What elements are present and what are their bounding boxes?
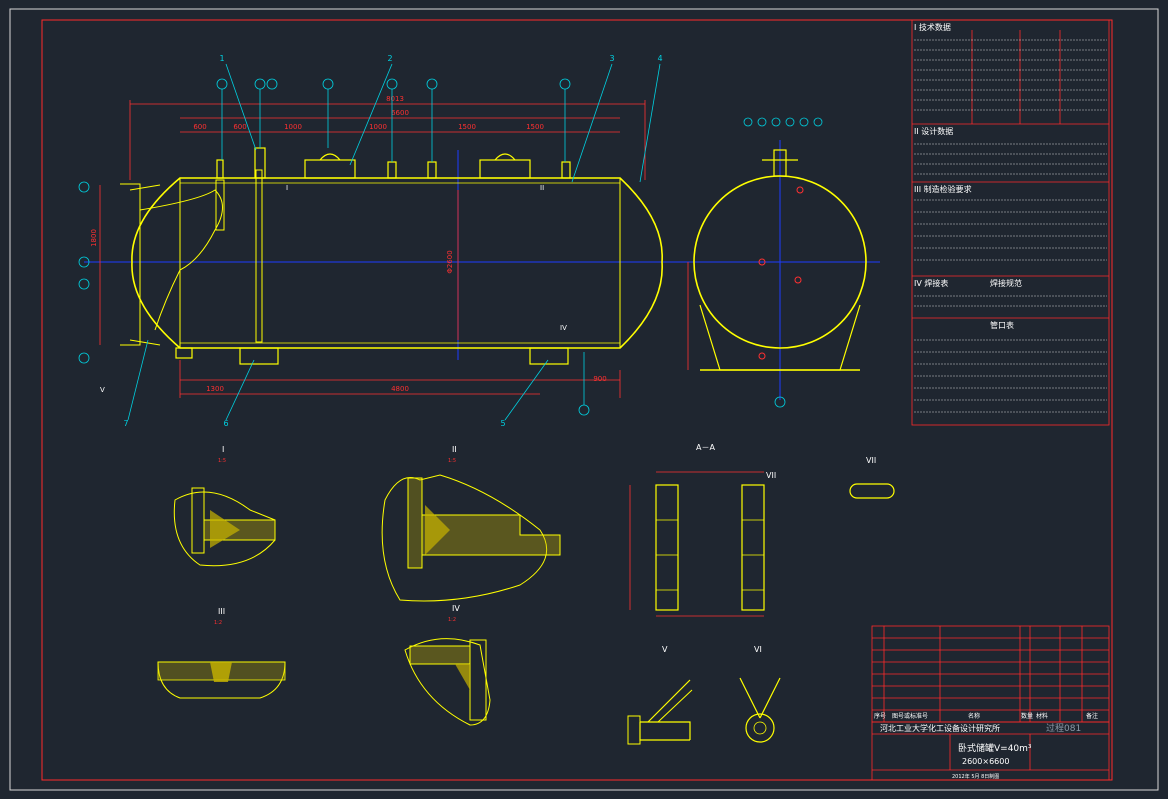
detail-marker-II: II [540, 184, 544, 192]
bom-header-drawing-no: 图号或标准号 [892, 712, 928, 720]
callout-7: 7 [123, 419, 128, 428]
bom-header-qty: 数量 [1021, 712, 1033, 720]
callout-4: 4 [657, 54, 662, 63]
callout-5: 5 [500, 419, 505, 428]
detail-view-VI: VI [739, 645, 781, 743]
detail-title-IV: IV [452, 604, 460, 613]
detail-scale-I: 1:5 [218, 458, 226, 464]
table-title-welding-spec: 焊接规范 [990, 278, 1022, 288]
table-title-design-data: II 设计数据 [914, 126, 953, 136]
bom-header-name: 名称 [968, 712, 980, 720]
side-view [684, 117, 880, 408]
detail-marker-I: I [286, 184, 288, 192]
dim-1500-a: 1500 [458, 123, 476, 131]
detail-view-IV: IV 1:2 [404, 604, 491, 726]
dim-saddle: 4800 [391, 385, 409, 393]
dim-overall: 8013 [386, 95, 404, 103]
title-institute: 河北工业大学化工设备设计研究所 [880, 723, 1000, 733]
title-block [871, 721, 1110, 781]
bom-header-material: 材料 [1036, 712, 1048, 720]
detail-view-VII: VII [849, 456, 895, 499]
main-elevation-view: 8013 6600 600 600 1000 1000 1500 1500 48… [78, 54, 690, 428]
bom-header-index: 序号 [874, 712, 886, 720]
dim-diameter: Φ2600 [446, 250, 454, 273]
callout-2: 2 [387, 54, 392, 63]
bill-of-materials [871, 625, 1110, 723]
detail-title-VII: VII [866, 456, 876, 465]
dim-shell-length: 6600 [391, 109, 409, 117]
callout-3: 3 [609, 54, 614, 63]
detail-scale-IV: 1:2 [448, 617, 456, 623]
section-A-A: A－A VII [629, 443, 776, 617]
table-title-tech-data: I 技术数据 [914, 22, 951, 32]
detail-marker-IV: IV [560, 324, 567, 332]
detail-marker-VII: VII [766, 471, 776, 480]
callout-6: 6 [223, 419, 228, 428]
drawing-frame [41, 19, 1113, 781]
dim-1000-b: 1000 [369, 123, 387, 131]
title-size: 2600×6600 [962, 757, 1009, 766]
table-row-lines [914, 39, 1107, 413]
table-title-welding: IV 焊接表 [914, 278, 948, 288]
dim-600-b: 600 [233, 123, 246, 131]
dim-1500-b: 1500 [526, 123, 544, 131]
detail-view-III: III 1:2 [157, 607, 286, 699]
detail-marker-V: V [100, 386, 105, 394]
detail-scale-III: 1:2 [214, 620, 222, 626]
dim-end-right: 900 [593, 375, 606, 383]
outer-border [9, 8, 1159, 791]
detail-view-I: I 1:5 [173, 445, 276, 567]
table-title-inspection: III 制造检验要求 [914, 184, 972, 194]
detail-scale-II: 1:5 [448, 458, 456, 464]
technical-data-tables [911, 19, 1110, 426]
dim-support: 1800 [90, 229, 98, 247]
title-drawing-name: 卧式储罐V=40m³ [958, 742, 1032, 754]
dim-1000-a: 1000 [284, 123, 302, 131]
dim-600-a: 600 [193, 123, 206, 131]
detail-title-III: III [218, 607, 225, 616]
table-title-nozzles: 管口表 [990, 320, 1014, 330]
callout-1: 1 [219, 54, 224, 63]
detail-title-V: V [662, 645, 668, 654]
title-course: 过程081 [1046, 722, 1081, 734]
detail-title-II: II [452, 445, 457, 454]
detail-view-II: II 1:5 [381, 445, 561, 602]
detail-title-I: I [222, 445, 224, 454]
detail-title-VI: VI [754, 645, 762, 654]
detail-view-V: V [627, 645, 693, 745]
title-date: 2012年 5月 8日制图 [952, 773, 999, 780]
section-title-A-A: A－A [696, 443, 715, 452]
vessel-shell [131, 177, 663, 349]
dim-saddle-left: 1300 [206, 385, 224, 393]
bom-header-remark: 备注 [1086, 712, 1098, 720]
